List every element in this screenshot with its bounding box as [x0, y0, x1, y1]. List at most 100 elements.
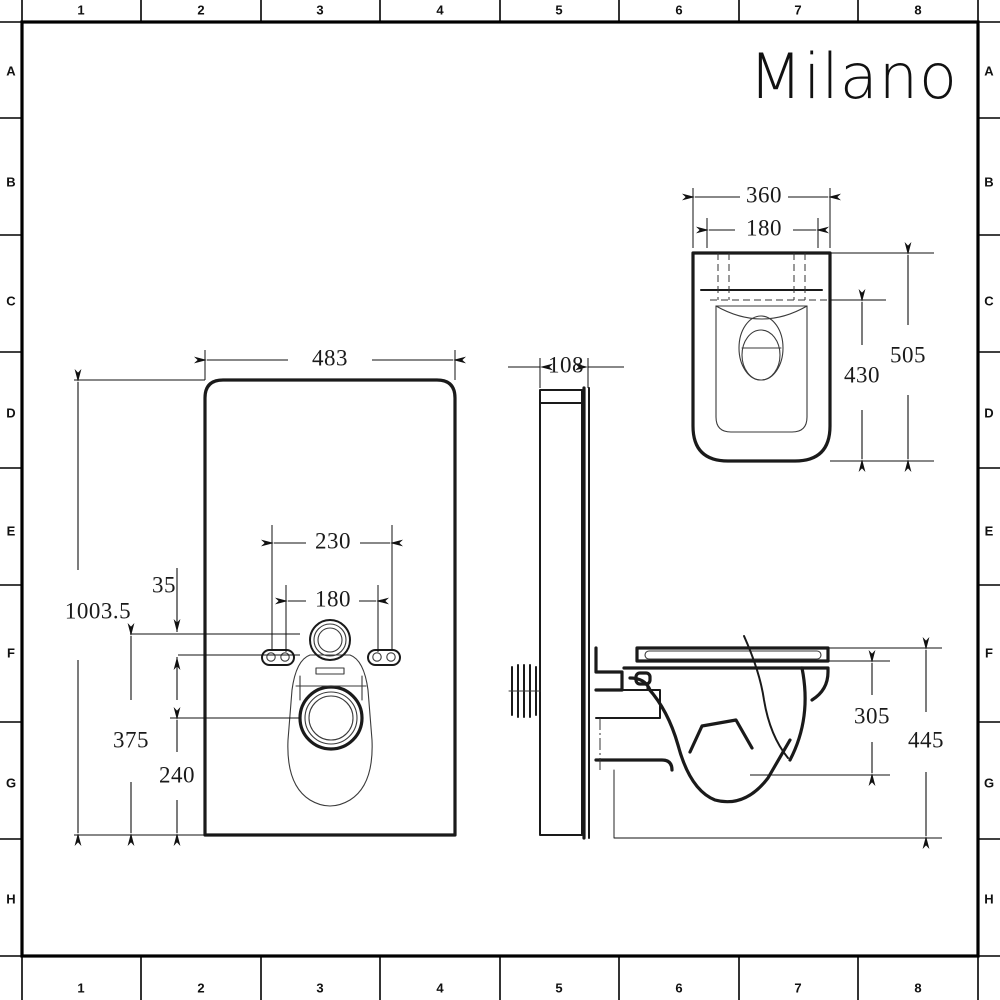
frame-right-label-f: F: [985, 645, 993, 660]
frame-right-label-a: A: [984, 63, 994, 78]
frame-right-label-h: H: [984, 891, 993, 906]
frame-left-label-e: E: [7, 523, 16, 538]
frame-left-label-h: H: [6, 891, 15, 906]
dimension-305-label: 305: [854, 703, 890, 728]
dimension-230-label: 230: [315, 528, 351, 553]
frame-top-label-7: 7: [794, 2, 801, 17]
dimension-240-label: 240: [159, 762, 195, 787]
frame-right-label-b: B: [984, 174, 993, 189]
frame-left-label-b: B: [6, 174, 15, 189]
frame-left-ticks: [0, 21, 22, 957]
dimension-430-label: 430: [844, 362, 880, 387]
dimension-108-label: 108: [548, 352, 584, 377]
fixing-bolt-right: [367, 649, 401, 666]
dimension-1003-5-label: 1003.5: [65, 598, 131, 623]
frame-right-label-g: G: [984, 775, 994, 790]
frame-bottom-label-5: 5: [555, 980, 562, 995]
frame-bottom-label-7: 7: [794, 980, 801, 995]
frame-right-ticks: [978, 21, 1000, 957]
pan-seat-curve: [715, 305, 808, 320]
dimension-505: 505: [830, 242, 934, 472]
frame-left-label-f: F: [7, 645, 15, 660]
toilet-pan-top-view: 360 180 430: [682, 182, 934, 472]
dimension-375-label: 375: [113, 727, 149, 752]
fixing-bolt-left-hole-1: [266, 652, 276, 662]
pan-bowl-inner: [741, 329, 781, 381]
pan-wall-bracket: [594, 646, 624, 692]
frame-bottom-ticks: [21, 956, 979, 1000]
frame-bottom-label-1: 1: [77, 980, 84, 995]
frame-bottom-label-2: 2: [197, 980, 204, 995]
frame-bottom-label-4: 4: [436, 980, 444, 995]
flush-pipe-bore: [317, 627, 343, 653]
frame-right-label-d: D: [984, 405, 993, 420]
frame-left-label-g: G: [6, 775, 16, 790]
soil-pipe-ring: [304, 691, 358, 745]
fixing-bolt-right-plate: [367, 649, 401, 666]
frame-top-label-6: 6: [675, 2, 682, 17]
toilet-pan-side-view: 305 445: [594, 635, 944, 849]
frame-top-label-3: 3: [316, 2, 323, 17]
frame-bottom-label-8: 8: [914, 980, 921, 995]
frame-top-ticks: [21, 0, 979, 22]
frame-top-label-1: 1: [77, 2, 84, 17]
pan-seat-lid-inner: [644, 650, 822, 660]
cistern-panel-outline: [203, 378, 457, 837]
pan-seat-outline: [715, 305, 808, 433]
frame-left-label-d: D: [6, 405, 15, 420]
pan-flange-edge: [688, 718, 754, 754]
frame-top-label-8: 8: [914, 2, 921, 17]
brand-logo-text: Milano: [749, 40, 958, 113]
dimension-180-top-label: 180: [746, 215, 782, 240]
fixing-bolt-left: [261, 649, 295, 666]
frame-right-label-e: E: [985, 523, 994, 538]
dimension-35-label: 35: [152, 572, 176, 597]
dimension-445: 445: [614, 637, 944, 849]
frame-top-label-2: 2: [197, 2, 204, 17]
side-panel-slab: [539, 389, 583, 836]
fixing-bolt-right-hole-1: [372, 652, 382, 662]
dimension-505-label: 505: [890, 342, 926, 367]
dimension-180-front-label: 180: [315, 586, 351, 611]
flush-pipe-outer: [309, 619, 351, 661]
pan-top-outline: [691, 251, 832, 463]
flush-pipe-ring: [313, 623, 347, 657]
frame-bottom-label-3: 3: [316, 980, 323, 995]
pan-rear-profile: [788, 666, 807, 762]
soil-pipe-assembly: [287, 619, 373, 807]
frame-left-label-c: C: [6, 293, 16, 308]
dimension-180-front: 180: [275, 585, 389, 652]
dimension-180-top: 180: [696, 215, 829, 248]
pan-bowl-underside: [646, 686, 792, 804]
fixing-bolt-left-hole-2: [280, 652, 290, 662]
frame-left-label-a: A: [6, 63, 16, 78]
water-inlet-connector: [508, 664, 541, 718]
fixing-bolt-left-plate: [261, 649, 295, 666]
bracket-plate: [315, 667, 345, 675]
frame-top-label-4: 4: [436, 2, 444, 17]
frame-right-label-c: C: [984, 293, 994, 308]
soil-pipe-bore: [308, 695, 354, 741]
dimension-430: 430: [830, 289, 886, 472]
dimension-1003-5: 1003.5: [65, 369, 205, 846]
pan-waste-outlet: [594, 758, 674, 772]
dimension-483-label: 483: [312, 345, 348, 370]
bracket-arms: [299, 675, 363, 701]
pan-internal-frame: [595, 689, 661, 719]
dimension-483: 483: [194, 345, 466, 380]
dimension-305: 305: [750, 650, 890, 786]
pan-fixing-hole: [634, 671, 652, 686]
dimension-240: 240: [159, 707, 300, 846]
pan-seat-hinge-curve: [743, 635, 789, 759]
frame-inner-border: [20, 20, 980, 958]
frame-top-label-5: 5: [555, 2, 562, 17]
fixing-bolt-right-hole-2: [386, 652, 396, 662]
side-section-view: 108: [508, 352, 624, 840]
pan-connector-body: [287, 654, 373, 807]
dimension-360-label: 360: [746, 182, 782, 207]
front-elevation-view: 483 1003.5 35: [65, 345, 466, 846]
dimension-445-label: 445: [908, 727, 944, 752]
